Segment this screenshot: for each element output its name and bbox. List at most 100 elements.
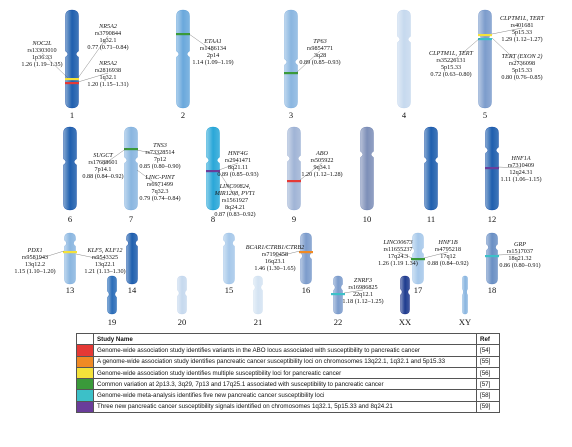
legend-study-name: Genome-wide association study identifies…	[93, 344, 477, 357]
chromosome-number: 16	[302, 285, 311, 295]
annotation-line: 1.26 (1.19 1.34)	[378, 260, 418, 267]
chromosome-number: 21	[254, 317, 263, 327]
chromosome-7: 7	[124, 126, 138, 224]
annotation-line: 12q24.31	[509, 169, 532, 176]
chromosome-body	[223, 232, 235, 285]
chromosome-number: 18	[488, 285, 497, 295]
annotation-line: 8q24.21	[225, 204, 245, 211]
chromosome-body	[107, 275, 117, 315]
variant-marker	[299, 251, 313, 254]
study-legend-table: Study Name Ref Genome-wide association s…	[76, 332, 500, 414]
chromosome-number: 6	[68, 214, 72, 224]
legend-swatch	[76, 366, 94, 380]
chromosome-body	[284, 9, 298, 109]
annotation-line: 0.79 (0.74–0.84)	[139, 195, 180, 202]
annotation-line: HNF4G	[227, 150, 248, 157]
leader-line	[77, 35, 109, 79]
legend-ref: [59]	[476, 400, 500, 414]
variant-marker	[65, 78, 79, 81]
chromosome-body	[397, 9, 411, 109]
leader-line	[218, 162, 239, 171]
variant-marker	[331, 293, 345, 296]
chromosome-body	[177, 275, 187, 315]
annotation-line: LINC-PINT	[144, 174, 175, 181]
annotation-line: rs1486134	[200, 45, 226, 52]
leader-line	[34, 250, 65, 261]
leader-line	[136, 169, 161, 188]
annotation-line: rs17688601	[88, 159, 117, 166]
chromosome-body	[360, 126, 374, 211]
annotation-line: 0.86 (0.80–0.91)	[499, 262, 540, 269]
chromosome-number: 13	[66, 285, 75, 295]
annotation-line: rs2941471	[225, 157, 251, 164]
chromosome-number: 20	[178, 317, 187, 327]
variant-marker	[478, 38, 492, 41]
chromosome-4: 4	[397, 9, 411, 120]
annotation-line: 9q34.1	[313, 164, 330, 171]
legend-ref: [55]	[476, 355, 500, 368]
annotation-line: 0.89 (0.85–0.93)	[299, 59, 340, 66]
annotation-line: 5p15.33	[512, 67, 532, 74]
annotation-line: 17q12	[440, 253, 455, 260]
legend-row: A genome-wide association study identifi…	[76, 355, 500, 368]
annotation-line: LINC00673	[382, 239, 412, 246]
annotation-line: 1q32.1	[99, 74, 116, 81]
legend-row: Genome-wide association study identifies…	[76, 344, 500, 357]
chromosome-number: 9	[292, 214, 296, 224]
annotation-line: rs13303010	[27, 47, 56, 54]
chromosome-XX: XX	[399, 275, 411, 327]
chromosome-body	[63, 126, 77, 211]
annotation-line: 1q32.1	[99, 37, 116, 44]
annotation-line: rs2736098	[509, 60, 535, 67]
chromosome-XY: XY	[459, 275, 471, 327]
annotation-line: PDX1	[26, 247, 42, 254]
legend-swatch	[76, 389, 94, 402]
chromosome-body	[126, 232, 138, 285]
chromosome-body	[478, 9, 492, 109]
annotation-line: rs35226131	[436, 57, 465, 64]
chromosome-number: 4	[402, 110, 407, 120]
chromosome-1: 1	[65, 9, 79, 120]
chromosome-body	[253, 275, 263, 315]
chromosome-6: 6	[63, 126, 77, 224]
chromosome-number: 2	[181, 110, 185, 120]
annotation-line: 0.87 (0.83–0.92)	[214, 211, 255, 218]
chromosome-body	[462, 275, 468, 315]
leader-line	[343, 289, 364, 294]
annotation-line: ETAA1	[203, 38, 221, 45]
chromosome-number: 14	[128, 285, 137, 295]
leader-line	[397, 251, 413, 259]
chromosome-number: 11	[427, 214, 435, 224]
legend-study-name: Three new pancreatic cancer susceptibili…	[93, 400, 477, 414]
legend-header-ref: Ref	[476, 332, 500, 346]
chromosome-number: 5	[483, 110, 487, 120]
chromosome-5: 5	[478, 9, 492, 120]
annotation-line: rs4795218	[435, 246, 461, 253]
annotation-line: rs2816938	[95, 67, 121, 74]
annotation-line: 17q24.3	[388, 253, 408, 260]
annotation-line: 0.88 (0.84–0.92)	[82, 173, 123, 180]
leader-line	[491, 27, 523, 35]
annotation-line: SUGCT	[93, 152, 113, 159]
legend-row: Genome-wide meta-analysis identifies fiv…	[76, 389, 500, 402]
chromosome-number: 12	[488, 214, 497, 224]
annotation-line: rs6971499	[147, 181, 173, 188]
chromosome-13: 13	[64, 232, 76, 295]
annotation-line: rs1561927	[222, 197, 248, 204]
annotation-line: 0.88 (0.84–0.92)	[427, 260, 468, 267]
chromosome-body	[486, 232, 498, 285]
annotation-line: NOC2L	[31, 40, 52, 47]
legend-ref: [54]	[476, 344, 500, 357]
leader-line	[77, 72, 109, 83]
variant-marker	[485, 255, 499, 258]
annotation-line: 0.85 (0.80–0.90)	[139, 163, 180, 170]
legend-ref: [58]	[476, 389, 500, 402]
annotation-line: 7q32.3	[151, 188, 168, 195]
